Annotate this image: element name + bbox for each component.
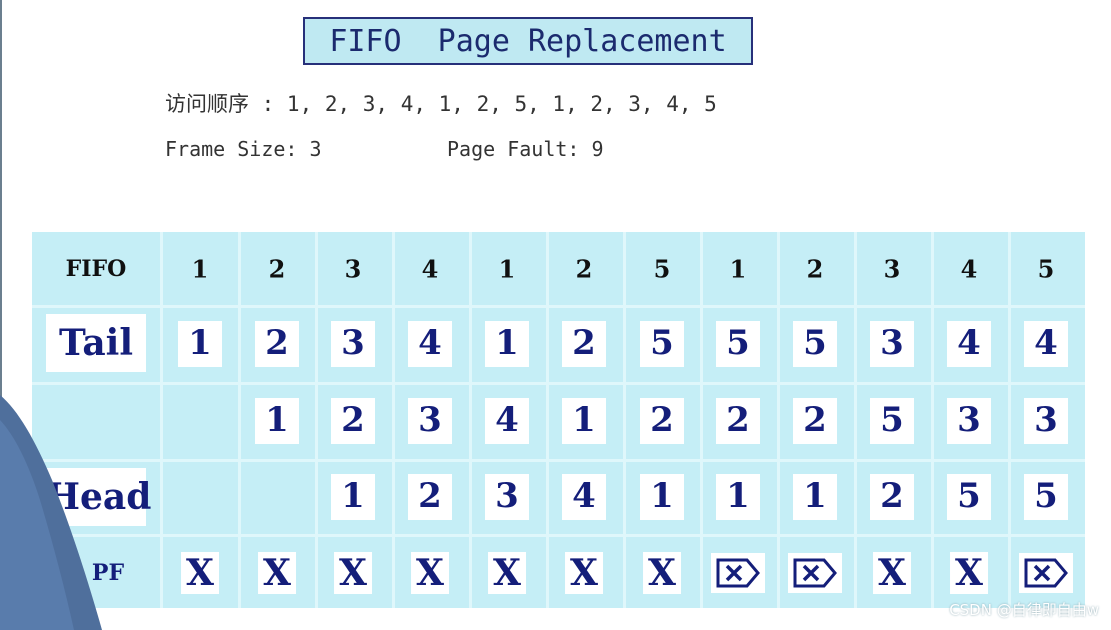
reference-cell: 3 [883,254,901,284]
page-fault-marker: X [565,552,603,594]
header-fifo-label: FIFO [65,256,127,282]
grid-line [1008,232,1011,608]
page-fault-marker: X [258,552,296,594]
middle-frame-cell: 3 [1024,398,1068,444]
middle-frame-cell: 2 [640,398,684,444]
reference-cell: 4 [421,254,439,284]
middle-frame-cell: 1 [255,398,299,444]
page-fault-marker: X [181,552,219,594]
reference-cell: 2 [268,254,286,284]
page-fault-count: Page Fault: 9 [447,137,604,161]
page-fault-marker: X [643,552,681,594]
grid-line [623,232,626,608]
frame-size: Frame Size: 3 [165,137,322,161]
grid-line [32,305,1085,308]
grid-line [160,232,163,608]
middle-frame-cell: 3 [947,398,991,444]
head-frame-cell: 5 [947,474,991,520]
grid-line [238,232,241,608]
reference-cell: 5 [1037,254,1055,284]
middle-frame-cell: 2 [716,398,760,444]
head-frame-cell: 4 [562,474,606,520]
tail-frame-cell: 5 [716,321,760,367]
middle-frame-cell: 2 [793,398,837,444]
page-fault-marker: X [873,552,911,594]
head-frame-cell: 2 [408,474,452,520]
tail-frame-cell: 3 [331,321,375,367]
left-border [0,0,2,630]
reference-cell: 1 [498,254,516,284]
head-frame-cell: 1 [640,474,684,520]
grid-line [392,232,395,608]
slide-title: FIFO Page Replacement [303,17,753,65]
middle-frame-cell: 5 [870,398,914,444]
reference-cell: 5 [653,254,671,284]
middle-frame-cell: 3 [408,398,452,444]
grid-line [546,232,549,608]
tail-frame-cell: 3 [870,321,914,367]
grid-line [32,382,1085,385]
middle-frame-cell: 1 [562,398,606,444]
tail-frame-cell: 5 [640,321,684,367]
tail-frame-cell: 5 [793,321,837,367]
grid-line [777,232,780,608]
head-frame-cell: 1 [793,474,837,520]
tail-frame-cell: 1 [178,321,222,367]
access-sequence: 访问顺序 : 1, 2, 3, 4, 1, 2, 5, 1, 2, 3, 4, … [165,92,717,116]
tail-frame-cell: 2 [255,321,299,367]
grid-line [469,232,472,608]
row-label-tail: Tail [46,314,146,372]
no-fault-marker-icon [711,553,765,593]
reference-cell: 1 [191,254,209,284]
tail-frame-cell: 4 [947,321,991,367]
watermark: CSDN @自律即自由w [949,601,1099,619]
tail-frame-cell: 2 [562,321,606,367]
head-frame-cell: 1 [331,474,375,520]
grid-line [32,534,1085,537]
grid-line [854,232,857,608]
middle-frame-cell: 2 [331,398,375,444]
grid-line [700,232,703,608]
tail-frame-cell: 1 [485,321,529,367]
reference-cell: 2 [575,254,593,284]
page-fault-marker: X [334,552,372,594]
head-frame-cell: 5 [1024,474,1068,520]
head-frame-cell: 2 [870,474,914,520]
no-fault-marker-icon [1019,553,1073,593]
grid-line [931,232,934,608]
reference-cell: 4 [960,254,978,284]
middle-frame-cell: 4 [485,398,529,444]
no-fault-marker-icon [788,553,842,593]
grid-line [32,459,1085,462]
head-frame-cell: 3 [485,474,529,520]
row-label-head: Head [46,468,151,526]
page-fault-marker: X [488,552,526,594]
reference-cell: 2 [806,254,824,284]
page-fault-marker: X [411,552,449,594]
tail-frame-cell: 4 [1024,321,1068,367]
page-fault-marker: X [950,552,988,594]
head-frame-cell: 1 [716,474,760,520]
grid-line [315,232,318,608]
tail-frame-cell: 4 [408,321,452,367]
reference-cell: 3 [344,254,362,284]
row-label-pf: PF [91,560,125,586]
reference-cell: 1 [729,254,747,284]
